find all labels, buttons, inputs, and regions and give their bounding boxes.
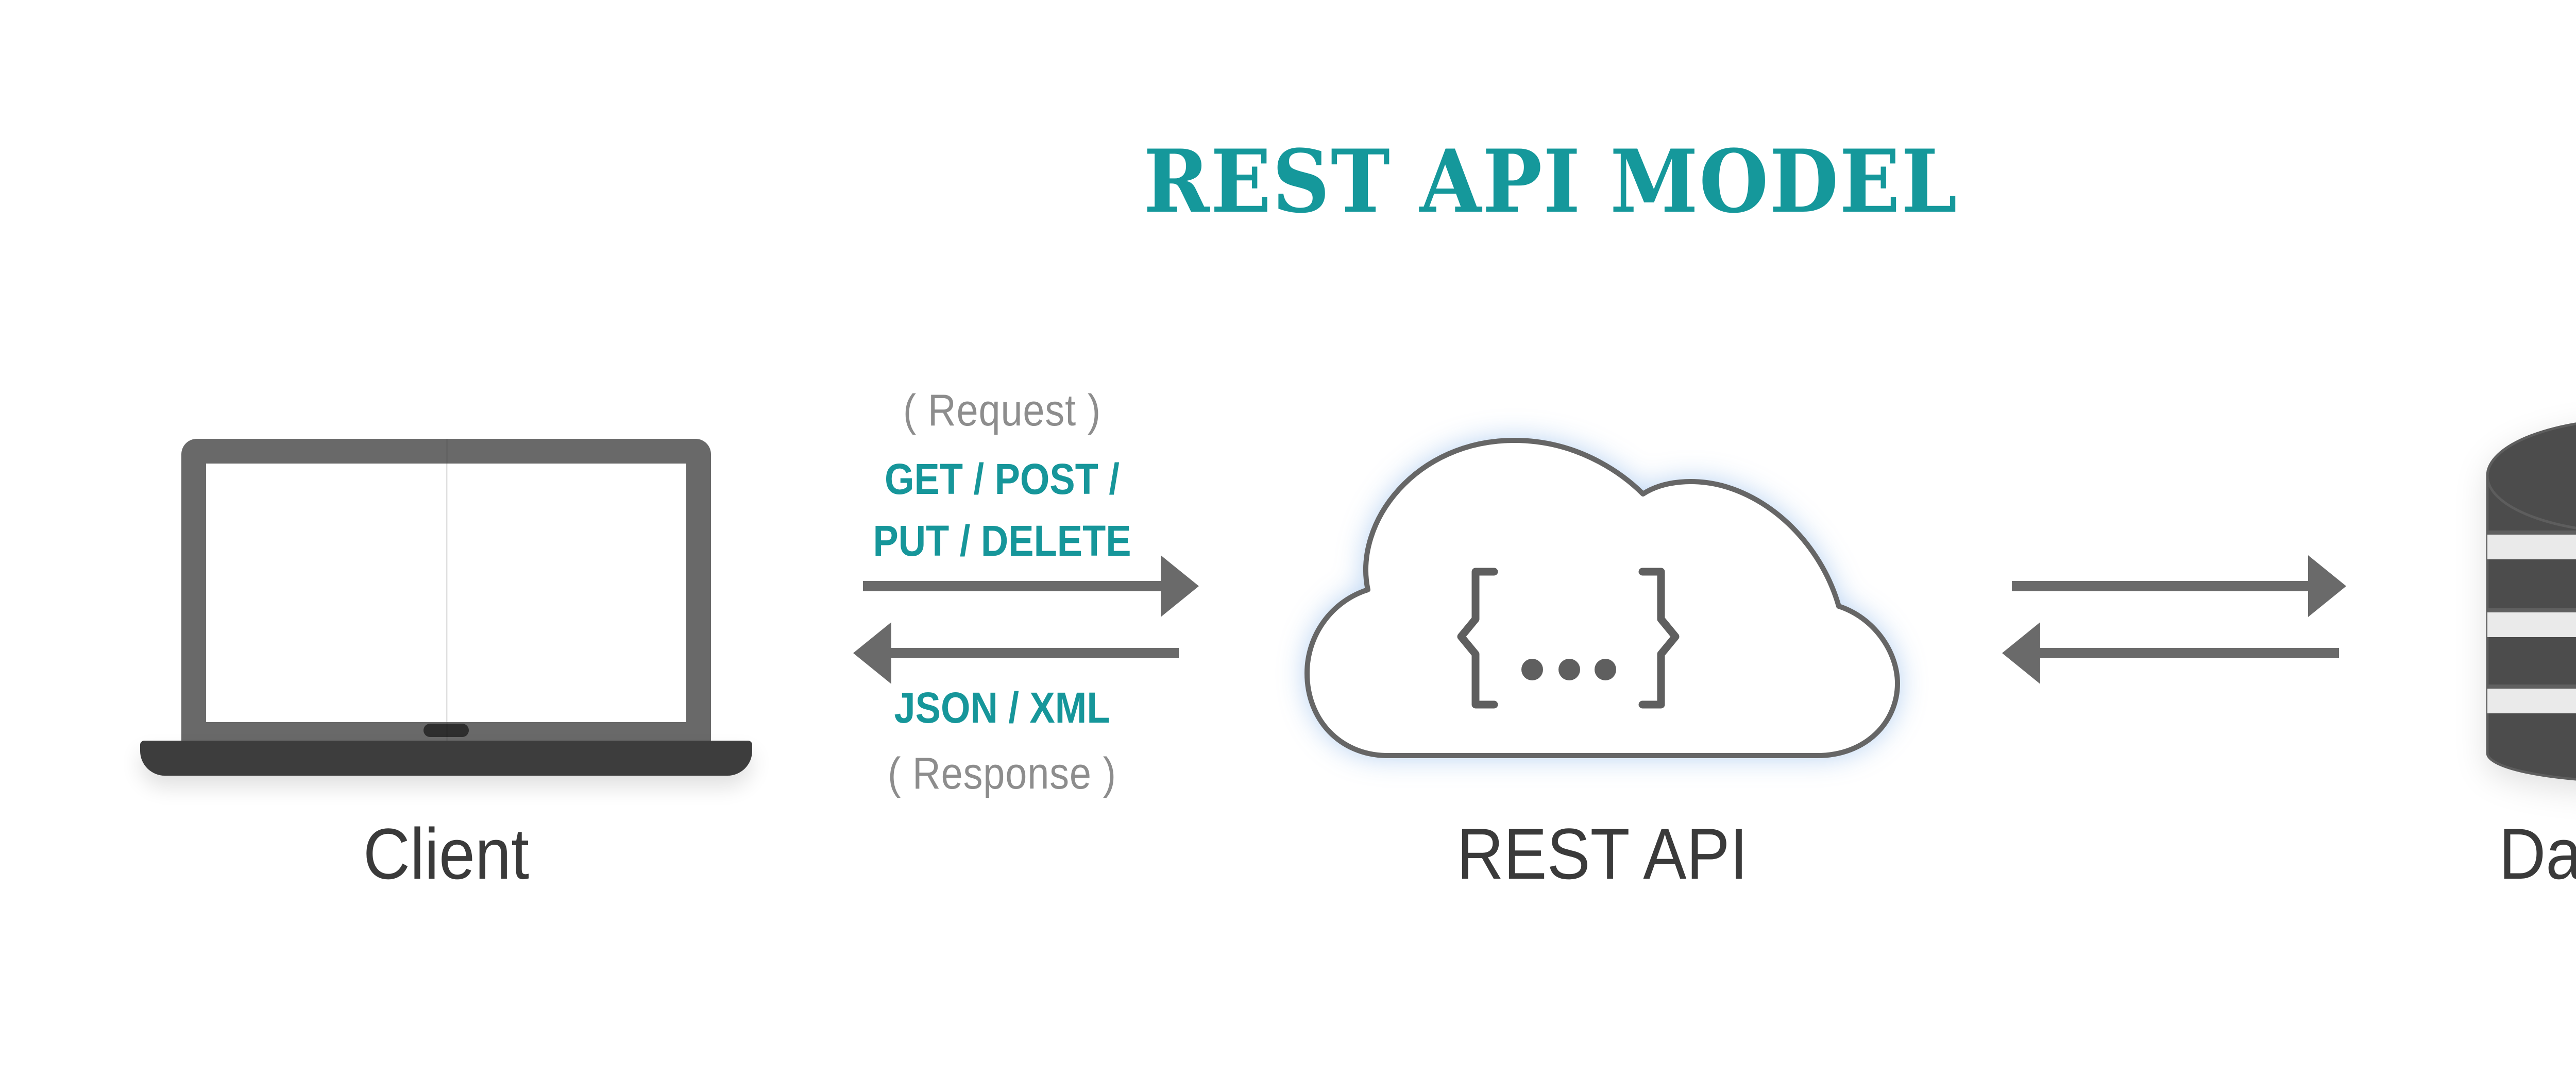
code-braces-icon [1457, 568, 1680, 709]
arrow-shaft [2012, 581, 2308, 591]
cloud-shape [1304, 438, 1900, 758]
arrow-head [2002, 622, 2040, 684]
arrow-head [2308, 555, 2346, 617]
arrow-head [1161, 555, 1199, 617]
api-label: REST API [1456, 813, 1748, 894]
laptop-base [140, 741, 752, 776]
laptop-latch [423, 724, 469, 737]
cloud-icon [1296, 435, 1909, 760]
diagram-title: REST API MODEL [1143, 130, 1958, 232]
arrow-right-icon [2012, 555, 2346, 617]
database-cylinder-icon [2486, 422, 2576, 781]
response-caption: ( Response ) [888, 749, 1116, 798]
arrow-head [853, 622, 891, 684]
arrow-right-icon [863, 555, 1199, 617]
laptop-icon [140, 439, 752, 776]
database-label: Database [2499, 813, 2576, 894]
arrow-shaft [891, 648, 1179, 658]
ellipsis-dots [1521, 659, 1616, 680]
http-methods-line-1: GET / POST / [885, 455, 1120, 503]
database-top [2486, 422, 2576, 529]
database-stripes [2487, 531, 2576, 713]
client-label: Client [363, 813, 530, 894]
arrow-shaft [863, 581, 1161, 591]
request-caption: ( Request ) [903, 386, 1101, 435]
laptop-screen [206, 464, 686, 722]
http-methods-line-2: PUT / DELETE [873, 517, 1131, 565]
arrow-left-icon [2002, 622, 2339, 684]
arrow-shaft [2040, 648, 2339, 658]
arrow-left-icon [853, 622, 1179, 684]
laptop-screen-bezel [181, 439, 711, 741]
json-xml-label: JSON / XML [894, 683, 1110, 732]
